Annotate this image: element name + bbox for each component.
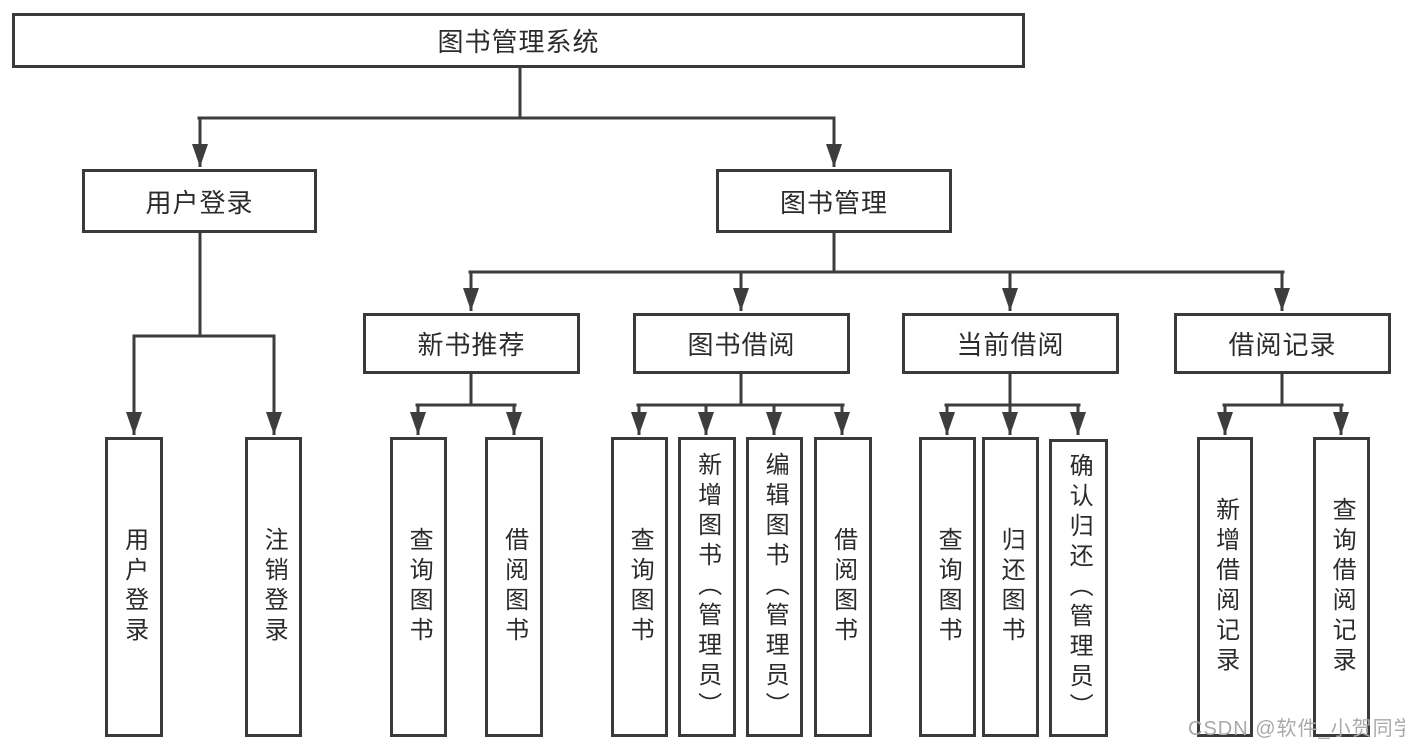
node-logout: 注销登录 (245, 437, 302, 737)
node-label: 借阅图书 (500, 527, 528, 647)
node-user-login-leaf: 用户登录 (105, 437, 163, 737)
node-book-borrowing: 图书借阅 (633, 313, 850, 374)
node-current-borrowing: 当前借阅 (902, 313, 1119, 374)
node-label: 用户登录 (145, 187, 254, 218)
node-label: 查询图书 (405, 527, 433, 647)
node-borrow-books-recommendation: 借阅图书 (485, 437, 543, 737)
node-query-borrowing-record: 查询借阅记录 (1313, 437, 1370, 737)
node-label: 用户登录 (120, 527, 148, 647)
node-label: 图书管理系统 (437, 27, 600, 57)
node-label: 借阅图书 (829, 527, 857, 647)
node-library-system: 图书管理系统 (12, 13, 1025, 68)
node-label: 新书推荐 (417, 330, 526, 360)
node-label: 查询借阅记录 (1328, 497, 1356, 677)
node-label: 新增图书（管理员） (693, 452, 721, 722)
node-label: 新增借阅记录 (1211, 497, 1239, 677)
node-label: 注销登录 (260, 527, 288, 647)
node-query-books-borrowing: 查询图书 (611, 437, 668, 737)
node-add-books-admin: 新增图书（管理员） (678, 437, 736, 737)
node-label: 借阅记录 (1228, 330, 1337, 360)
node-query-books-current: 查询图书 (919, 437, 976, 737)
node-label: 编辑图书（管理员） (761, 452, 789, 722)
node-borrow-books-borrowing: 借阅图书 (814, 437, 872, 737)
node-user-login: 用户登录 (82, 169, 317, 233)
watermark: CSDN @软件_小贺同学 (1188, 718, 1405, 740)
node-label: 当前借阅 (956, 330, 1065, 360)
node-new-book-recommendation: 新书推荐 (363, 313, 580, 374)
node-label: 图书管理 (779, 187, 888, 218)
node-label: 确认归还（管理员） (1065, 453, 1093, 723)
node-query-books-recommendation: 查询图书 (390, 437, 447, 737)
node-confirm-return-admin: 确认归还（管理员） (1049, 439, 1108, 737)
node-return-books: 归还图书 (982, 437, 1039, 737)
node-label: 查询图书 (626, 527, 654, 647)
node-borrowing-records: 借阅记录 (1174, 313, 1391, 374)
node-add-borrowing-record: 新增借阅记录 (1197, 437, 1253, 737)
node-label: 归还图书 (997, 527, 1025, 647)
node-book-management: 图书管理 (716, 169, 952, 233)
node-edit-books-admin: 编辑图书（管理员） (746, 437, 803, 737)
node-label: 查询图书 (934, 527, 962, 647)
node-label: 图书借阅 (687, 330, 796, 360)
